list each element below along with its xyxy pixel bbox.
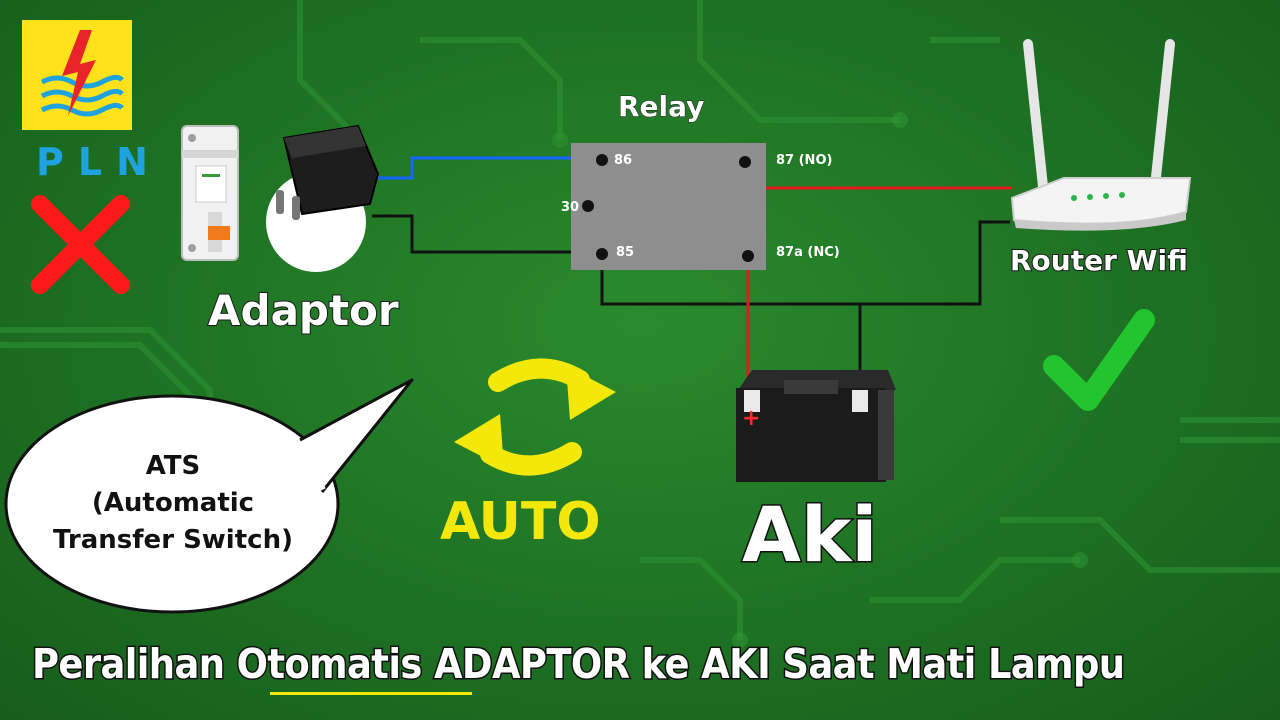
pin-30-label: 30 [561,200,580,215]
pin-86-dot [596,154,608,166]
auto-cycle-icon [454,358,616,476]
pln-logo [22,20,132,130]
pin-87-dot [739,156,751,168]
adaptor-label: Adaptor [207,285,400,336]
circuit-breaker-icon [181,125,239,261]
speech-line-1: ATS [145,451,201,481]
speech-line-2: (Automatic [91,488,255,518]
pin-87a-dot [742,250,754,262]
footer-underline [270,692,472,695]
pin-87a-label: 87a (NC) [776,245,840,260]
pin-86-label: 86 [614,153,633,168]
speech-bubble-text: ATS (Automatic Transfer Switch) [40,448,306,559]
footer-title: Peralihan Otomatis ADAPTOR ke AKI Saat M… [30,639,1126,690]
pln-logo-text: PLN [36,140,162,184]
pin-85-label: 85 [616,245,635,260]
speech-line-3: Transfer Switch) [53,525,293,555]
speech-bubble-shape [4,378,414,614]
x-icon [31,195,130,294]
pin-30-dot [582,200,594,212]
adaptor-icon [276,124,380,220]
router-icon [1010,39,1192,231]
router-label: Router Wifi [1009,243,1189,278]
battery-icon [736,370,896,482]
relay-label: Relay [617,90,705,124]
pin-87-label: 87 (NO) [776,153,833,168]
pin-85-dot [596,248,608,260]
aki-label: Aki [740,489,878,581]
auto-label: AUTO [440,492,601,552]
battery-plus-label: + [742,406,761,431]
check-icon [1043,309,1155,411]
